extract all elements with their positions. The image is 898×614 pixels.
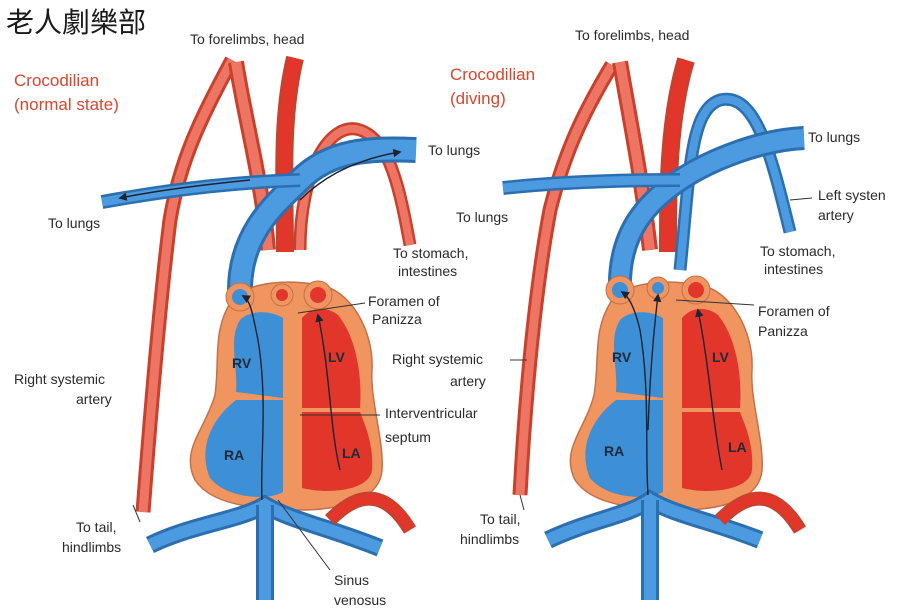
right-label-lsa-2: artery [818, 207, 854, 223]
left-chamber-la: LA [342, 445, 361, 461]
left-label-lungs-left: To lungs [48, 215, 100, 231]
left-label-sinus-2: venosus [334, 592, 386, 608]
watermark-text: 老人劇樂部 [6, 6, 146, 39]
right-label-panizza-1: Foramen of [758, 303, 830, 319]
right-label-panizza-2: Panizza [758, 323, 808, 339]
right-ra [585, 400, 663, 497]
left-rv [233, 312, 283, 398]
left-label-tail-1: To tail, [76, 519, 116, 535]
right-label-lungs-left: To lungs [456, 209, 508, 225]
left-label-panizza-2: Panizza [372, 311, 422, 327]
right-label-rsa-2: artery [450, 373, 486, 389]
right-label-lungs-right: To lungs [808, 129, 860, 145]
left-chamber-rv: RV [232, 355, 252, 371]
left-title-line1: Crocodilian [14, 71, 99, 90]
right-chamber-la: LA [728, 439, 747, 455]
left-title-line2: (normal state) [14, 95, 119, 114]
left-lv [302, 308, 361, 408]
right-chamber-lv: LV [712, 349, 730, 365]
left-label-sinus-1: Sinus [334, 572, 369, 588]
left-label-lungs-right: To lungs [428, 142, 480, 158]
right-chamber-rv: RV [612, 349, 632, 365]
right-label-stomach-1: To stomach, [760, 243, 835, 259]
right-label-tail-1: To tail, [480, 511, 520, 527]
left-label-forelimbs: To forelimbs, head [190, 31, 304, 47]
right-la [682, 412, 753, 491]
left-label-rsa-1: Right systemic [14, 371, 105, 387]
right-panel: Crocodilian (diving) To forelimbs, head … [392, 27, 886, 600]
left-chamber-lv: LV [328, 349, 346, 365]
left-label-stomach-1: To stomach, [393, 245, 468, 261]
left-label-panizza-1: Foramen of [368, 293, 440, 309]
right-chamber-ra: RA [604, 443, 624, 459]
left-label-stomach-2: intestines [398, 263, 457, 279]
left-panel: Crocodilian (normal state) To forelimbs,… [14, 31, 480, 608]
right-label-forelimbs: To forelimbs, head [575, 27, 689, 43]
left-label-septum-2: septum [385, 429, 431, 445]
right-label-stomach-2: intestines [764, 261, 823, 277]
left-label-rsa-2: artery [76, 391, 112, 407]
right-title-line1: Crocodilian [450, 65, 535, 84]
right-label-rsa-1: Right systemic [392, 351, 483, 367]
right-label-lsa-1: Left systen [818, 187, 886, 203]
right-title-line2: (diving) [450, 89, 506, 108]
left-label-tail-2: hindlimbs [62, 539, 121, 555]
right-label-tail-2: hindlimbs [460, 531, 519, 547]
left-label-septum-1: Interventricular [385, 405, 478, 421]
right-lv [682, 308, 741, 408]
left-rsa-inner [138, 57, 236, 513]
left-la [302, 412, 373, 491]
left-chamber-ra: RA [224, 447, 244, 463]
